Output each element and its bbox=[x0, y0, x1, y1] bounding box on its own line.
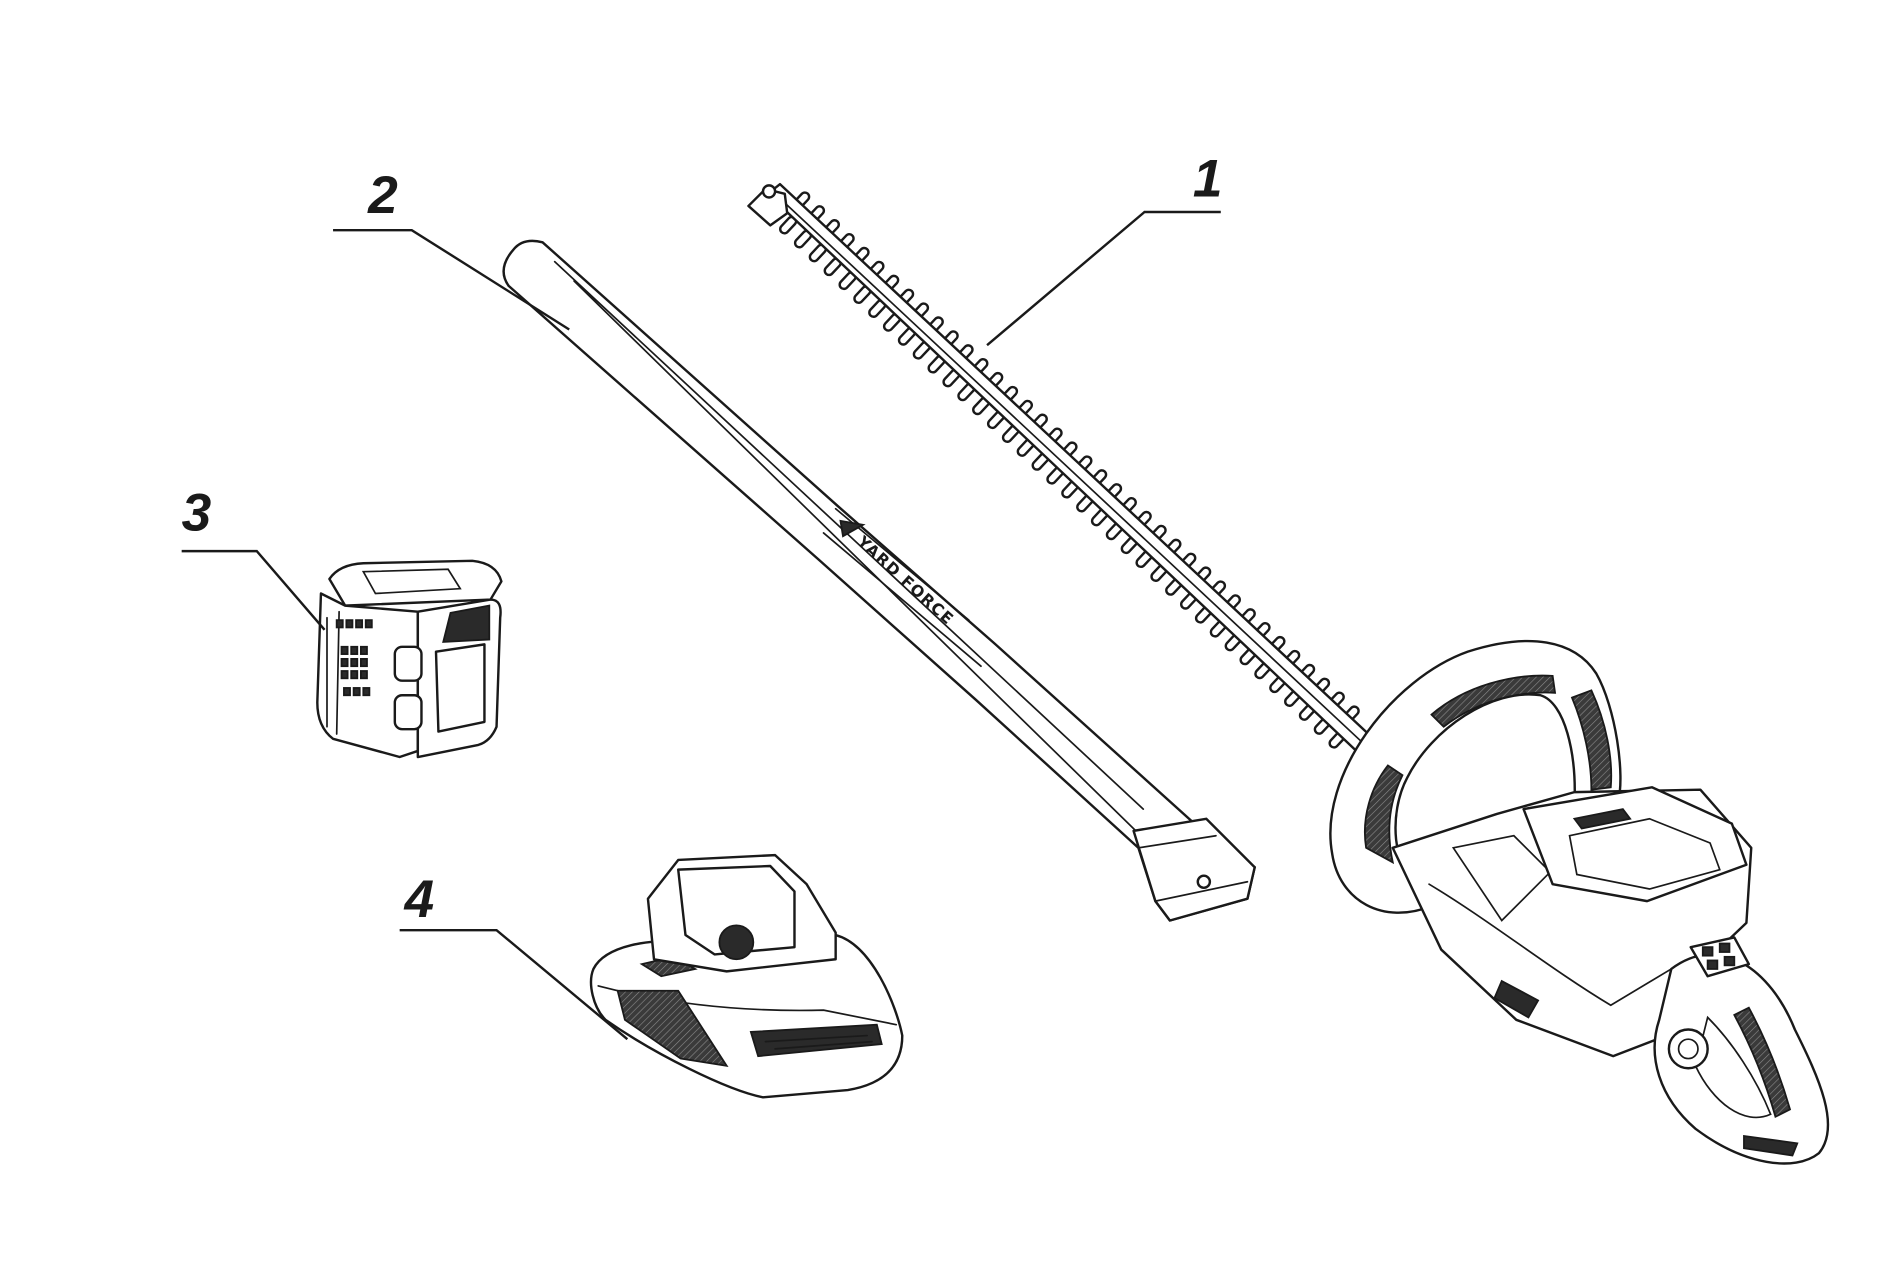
battery-vent-slot bbox=[359, 645, 368, 655]
battery-vent-slot bbox=[352, 687, 361, 697]
battery-side-triangle bbox=[442, 604, 491, 643]
part-label-1: 1 bbox=[1193, 149, 1223, 208]
battery-vent-slot bbox=[350, 645, 359, 655]
front-handle-grip-left bbox=[1363, 764, 1404, 865]
cutting-blade bbox=[747, 182, 1373, 753]
charger-side-grill bbox=[616, 989, 729, 1068]
battery-vent-slot bbox=[343, 687, 351, 697]
brand-logo-mark bbox=[839, 519, 866, 538]
charger-cradle-well bbox=[677, 864, 796, 956]
blade-guard: YARD FORCE bbox=[502, 239, 1256, 922]
charger bbox=[589, 853, 904, 1099]
control-button-1 bbox=[1701, 946, 1714, 957]
leader-line-4 bbox=[399, 928, 629, 1041]
battery-slot-contacts bbox=[1572, 808, 1632, 830]
trigger-knob-center bbox=[1677, 1038, 1699, 1060]
battery-vent-slot bbox=[345, 619, 354, 629]
end-cap-edge bbox=[1137, 834, 1249, 902]
battery-vent-slot bbox=[362, 687, 371, 697]
hedge-trimmer bbox=[747, 182, 1830, 1165]
battery-vent-slot bbox=[355, 619, 364, 629]
blade-guard-slot bbox=[553, 260, 1145, 837]
battery-vents bbox=[335, 619, 373, 697]
battery-top-face bbox=[328, 559, 503, 607]
blade-guard-end-cap bbox=[1132, 817, 1256, 922]
battery-slot bbox=[1522, 786, 1748, 903]
battery-vent-slot bbox=[359, 657, 368, 668]
housing-vent bbox=[1493, 979, 1540, 1019]
battery-vent-slot bbox=[335, 619, 344, 629]
part-label-3: 3 bbox=[182, 484, 212, 543]
housing-seam bbox=[1428, 883, 1673, 1007]
end-cap-hole bbox=[1196, 874, 1212, 890]
battery-vent-slot bbox=[364, 619, 373, 629]
control-button-4 bbox=[1723, 955, 1736, 967]
battery-latch-upper bbox=[393, 645, 423, 682]
battery-front-edge bbox=[326, 610, 340, 735]
control-button-3 bbox=[1706, 959, 1719, 970]
blade-tip-rivet bbox=[761, 184, 777, 199]
battery-top-contacts bbox=[361, 568, 462, 595]
charger-front-vent-lines bbox=[764, 1034, 873, 1050]
part-label-2: 2 bbox=[367, 166, 398, 225]
battery-vent-slot bbox=[340, 657, 349, 668]
control-panel bbox=[1689, 936, 1751, 978]
leader-line-2 bbox=[333, 228, 570, 331]
blade-center-line bbox=[774, 192, 1365, 745]
rear-handle-inner bbox=[1694, 1015, 1772, 1119]
rear-handle-grip-lower bbox=[1743, 1135, 1799, 1157]
battery-vent-slot bbox=[350, 670, 359, 680]
control-button-2 bbox=[1718, 942, 1731, 953]
leader-line-1 bbox=[986, 210, 1221, 347]
battery-latch-lower bbox=[393, 694, 423, 731]
leader-line-3 bbox=[181, 549, 326, 631]
trigger-knob bbox=[1667, 1028, 1709, 1070]
battery-slot-inner bbox=[1568, 817, 1721, 890]
rear-handle-grip bbox=[1733, 1006, 1792, 1119]
battery-window bbox=[434, 643, 486, 733]
front-handle-grip-top bbox=[1430, 674, 1557, 728]
battery-vent-slot bbox=[350, 657, 359, 668]
battery-vent-slot bbox=[340, 645, 349, 655]
part-label-4: 4 bbox=[404, 870, 435, 929]
battery-vent-slot bbox=[359, 670, 368, 680]
battery bbox=[316, 559, 503, 759]
charger-contact-port bbox=[718, 924, 755, 961]
front-handle-grip-right bbox=[1570, 689, 1613, 791]
battery-vent-slot bbox=[340, 670, 349, 680]
